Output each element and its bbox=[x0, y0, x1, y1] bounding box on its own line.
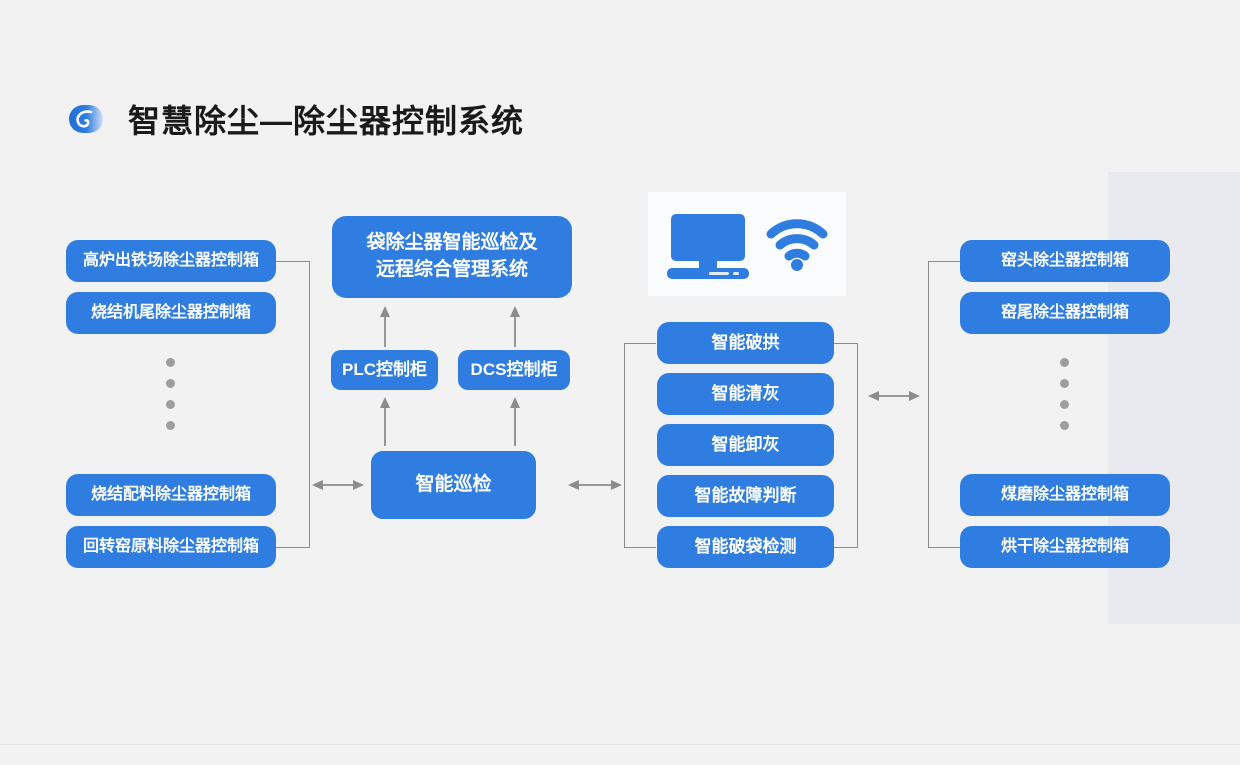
feature-box-3[interactable]: 智能卸灰 bbox=[657, 424, 834, 466]
feature-box-4[interactable]: 智能故障判断 bbox=[657, 475, 834, 517]
right-control-box-2[interactable]: 窑尾除尘器控制箱 bbox=[960, 292, 1170, 334]
right-ellipsis-dots bbox=[1060, 358, 1069, 430]
arrow-left-to-inspection bbox=[310, 474, 366, 496]
feature-box-5[interactable]: 智能破袋检测 bbox=[657, 526, 834, 568]
dcs-cabinet-box[interactable]: DCS控制柜 bbox=[458, 350, 570, 390]
dot bbox=[166, 421, 175, 430]
right-control-box-1[interactable]: 窑头除尘器控制箱 bbox=[960, 240, 1170, 282]
dot bbox=[1060, 421, 1069, 430]
system-box-line-1: 袋除尘器智能巡检及 bbox=[366, 232, 538, 254]
right-control-box-3[interactable]: 煤磨除尘器控制箱 bbox=[960, 474, 1170, 516]
plc-cabinet-box[interactable]: PLC控制柜 bbox=[331, 350, 438, 390]
bottom-divider bbox=[0, 744, 1240, 745]
feature-box-2[interactable]: 智能清灰 bbox=[657, 373, 834, 415]
left-control-box-4[interactable]: 回转窑原料除尘器控制箱 bbox=[66, 526, 276, 568]
dot bbox=[166, 358, 175, 367]
system-management-box[interactable]: 袋除尘器智能巡检及 远程综合管理系统 bbox=[332, 216, 572, 298]
dot bbox=[1060, 379, 1069, 388]
arrow-dcs-to-system bbox=[506, 305, 524, 349]
page-title: 智慧除尘—除尘器控制系统 bbox=[128, 103, 525, 139]
right-bracket-connector bbox=[928, 261, 960, 548]
right-control-box-4[interactable]: 烘干除尘器控制箱 bbox=[960, 526, 1170, 568]
feature-box-1[interactable]: 智能破拱 bbox=[657, 322, 834, 364]
feature-bracket-left bbox=[624, 343, 656, 548]
dot bbox=[1060, 400, 1069, 409]
left-control-box-3[interactable]: 烧结配料除尘器控制箱 bbox=[66, 474, 276, 516]
page-header: 智慧除尘—除尘器控制系统 bbox=[66, 96, 524, 142]
left-control-box-1[interactable]: 高炉出铁场除尘器控制箱 bbox=[66, 240, 276, 282]
wifi-signal-icon bbox=[765, 216, 829, 272]
left-bracket-connector bbox=[276, 261, 310, 548]
illustration-panel bbox=[648, 192, 846, 296]
feature-bracket-right bbox=[834, 343, 858, 548]
dot bbox=[166, 400, 175, 409]
arrow-inspection-to-dcs bbox=[506, 396, 524, 448]
swirl-logo-icon bbox=[66, 99, 106, 139]
arrow-plc-to-system bbox=[376, 305, 394, 349]
dot bbox=[166, 379, 175, 388]
left-ellipsis-dots bbox=[166, 358, 175, 430]
system-box-line-2: 远程综合管理系统 bbox=[375, 259, 528, 280]
desktop-computer-icon bbox=[665, 208, 751, 280]
intelligent-inspection-box[interactable]: 智能巡检 bbox=[371, 451, 536, 519]
arrow-features-to-right bbox=[866, 385, 922, 407]
arrow-inspection-to-features bbox=[566, 474, 624, 496]
dot bbox=[1060, 358, 1069, 367]
left-control-box-2[interactable]: 烧结机尾除尘器控制箱 bbox=[66, 292, 276, 334]
arrow-inspection-to-plc bbox=[376, 396, 394, 448]
